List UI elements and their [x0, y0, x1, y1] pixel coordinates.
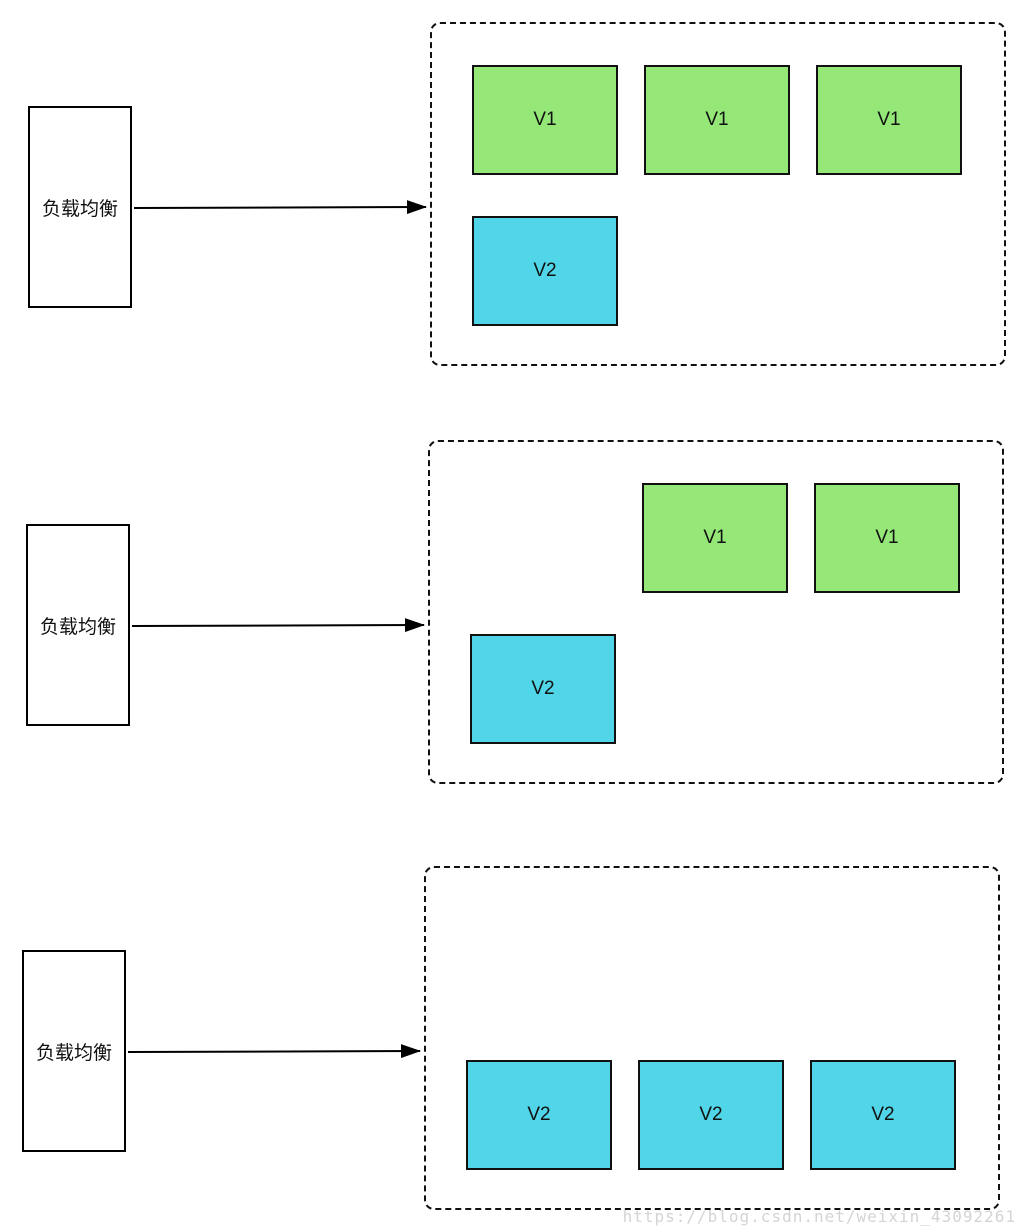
node-v2: V2	[466, 1060, 612, 1170]
node-v1: V1	[472, 65, 618, 175]
node-label: V2	[533, 260, 557, 281]
node-v2: V2	[638, 1060, 784, 1170]
load-balancer-label: 负载均衡	[41, 198, 118, 220]
node-v2: V2	[470, 634, 616, 744]
arrow-row-1	[133, 200, 427, 215]
node-label: V1	[877, 109, 901, 130]
node-v1: V1	[816, 65, 962, 175]
arrow-row-3	[127, 1044, 421, 1059]
node-v1: V1	[642, 483, 788, 593]
load-balancer-label: 负载均衡	[39, 616, 116, 638]
load-balancer-1: 负载均衡	[28, 106, 132, 308]
node-label: V2	[527, 1104, 551, 1125]
node-label: V1	[875, 527, 899, 548]
server-group-1	[430, 22, 1006, 366]
node-label: V1	[703, 527, 727, 548]
server-group-3	[424, 866, 1000, 1210]
node-v1: V1	[814, 483, 960, 593]
load-balancer-3: 负载均衡	[22, 950, 126, 1152]
node-label: V2	[699, 1104, 723, 1125]
server-group-2	[428, 440, 1004, 784]
node-label: V2	[531, 678, 555, 699]
node-v2: V2	[810, 1060, 956, 1170]
node-v1: V1	[644, 65, 790, 175]
load-balancer-2: 负载均衡	[26, 524, 130, 726]
arrow-row-2	[131, 618, 425, 633]
watermark: https://blog.csdn.net/weixin_43092261	[622, 1207, 1016, 1226]
node-label: V1	[533, 109, 557, 130]
node-label: V1	[705, 109, 729, 130]
load-balancer-label: 负载均衡	[35, 1042, 112, 1064]
node-label: V2	[871, 1104, 895, 1125]
node-v2: V2	[472, 216, 618, 326]
